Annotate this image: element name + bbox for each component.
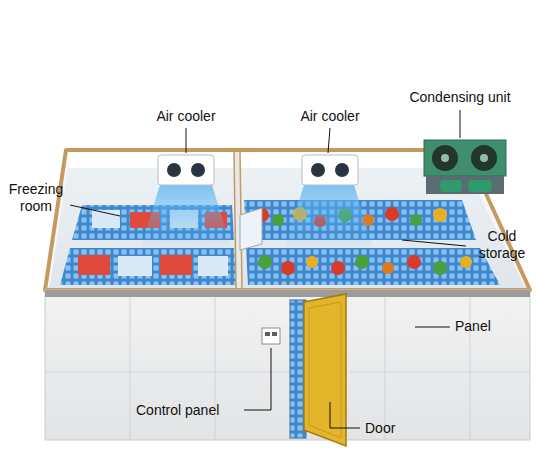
air-cooler-unit — [302, 155, 358, 185]
callout-label: Door — [365, 420, 415, 437]
inner-door — [240, 208, 262, 250]
callout-label: Condensing unit — [398, 89, 522, 106]
condensing-unit — [424, 140, 506, 194]
leader-lines — [70, 110, 466, 428]
storage-crates — [244, 200, 500, 285]
wall-rim — [45, 290, 530, 297]
air-cooler-unit — [158, 155, 214, 185]
cold-air — [284, 185, 374, 250]
callout-label: Panel — [455, 318, 515, 335]
callout-label: Cold storage — [471, 228, 533, 262]
control-panel-box — [262, 328, 280, 344]
cold-air — [140, 185, 232, 250]
callout-label: Control panel — [136, 402, 242, 419]
door — [290, 294, 346, 446]
front-wall — [45, 290, 530, 440]
panel-seams — [45, 297, 530, 440]
callout-label: Air cooler — [285, 108, 375, 125]
callout-label: Freezing room — [4, 181, 68, 215]
back-wall — [66, 150, 466, 168]
callout-label: Air cooler — [141, 108, 231, 125]
